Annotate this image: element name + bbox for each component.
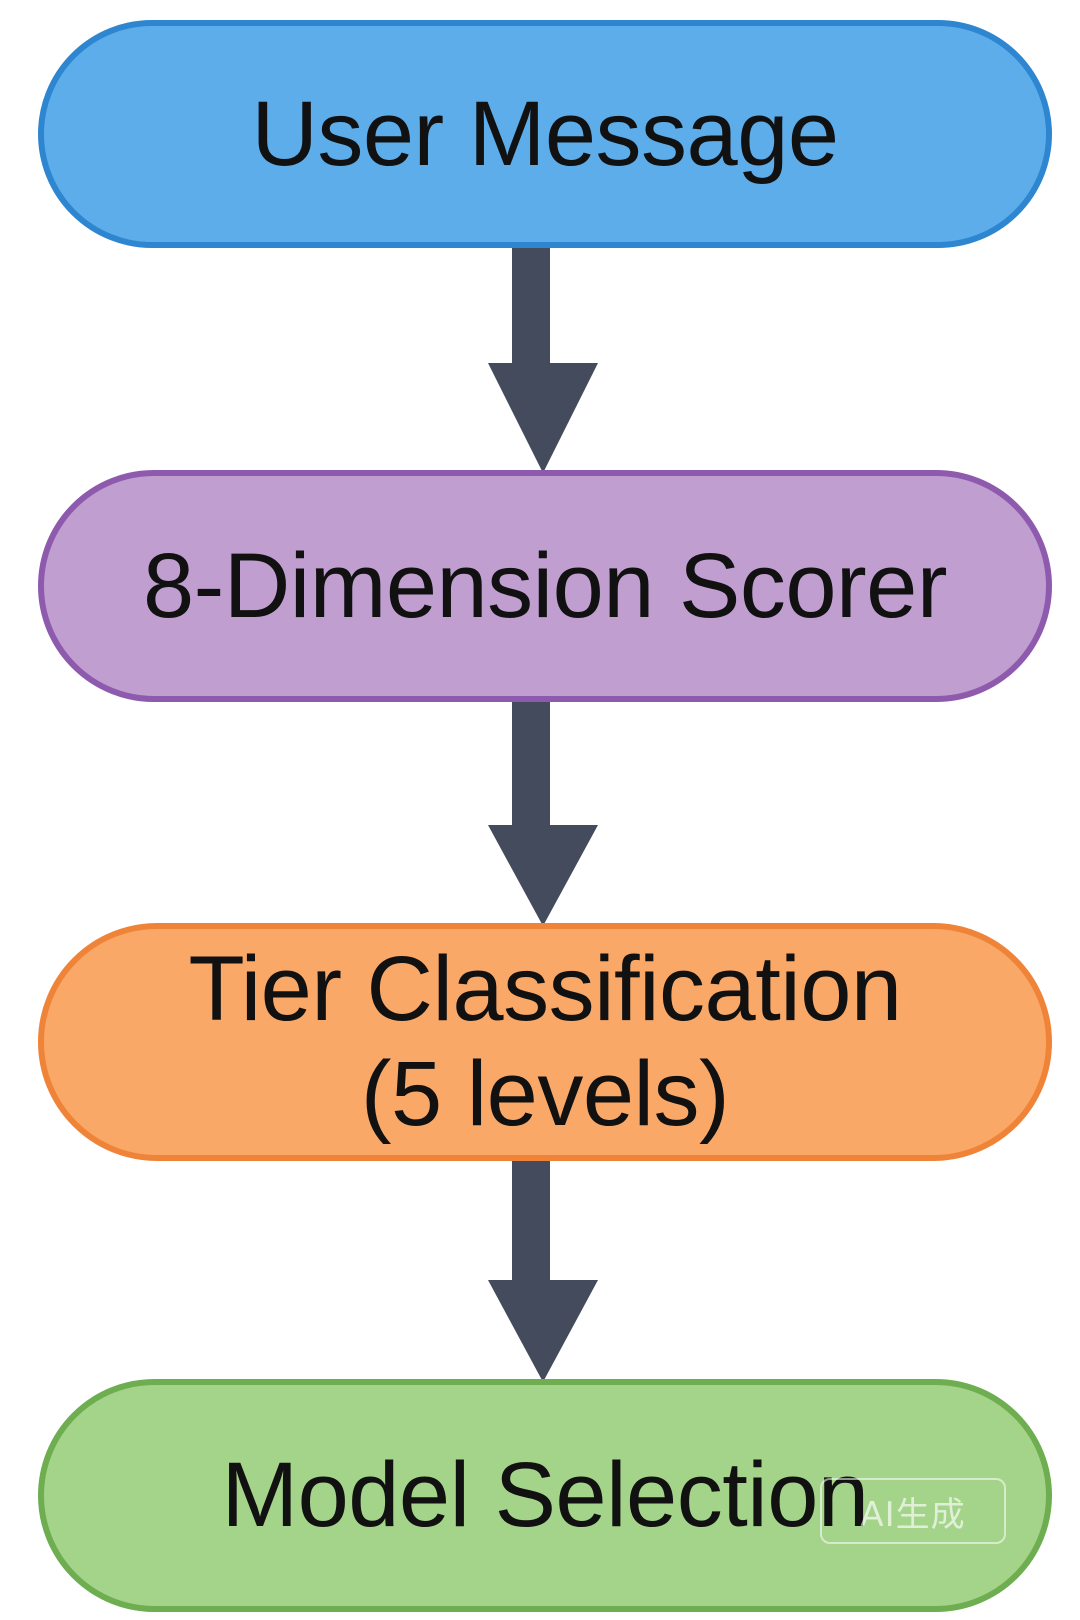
arrow-shaft-2 (512, 699, 550, 825)
tier-classification-node: Tier Classification (5 levels) (38, 923, 1052, 1161)
ai-generated-watermark: AI生成 (820, 1478, 1006, 1544)
user-message-node: User Message (38, 20, 1052, 248)
arrow-group (488, 245, 598, 1382)
arrow-head-2 (488, 825, 598, 926)
arrow-head-1 (488, 363, 598, 473)
tier-levels-label: (5 levels) (360, 1043, 730, 1145)
model-selection-node: Model Selection (38, 1379, 1052, 1612)
arrow-shaft-3 (512, 1158, 550, 1280)
dimension-scorer-label: 8-Dimension Scorer (143, 534, 947, 637)
model-selection-label: Model Selection (221, 1444, 869, 1547)
arrow-shaft-1 (512, 245, 550, 363)
tier-classification-label: Tier Classification (188, 938, 902, 1041)
user-message-label: User Message (251, 82, 839, 185)
arrow-head-3 (488, 1280, 598, 1382)
dimension-scorer-node: 8-Dimension Scorer (38, 470, 1052, 702)
